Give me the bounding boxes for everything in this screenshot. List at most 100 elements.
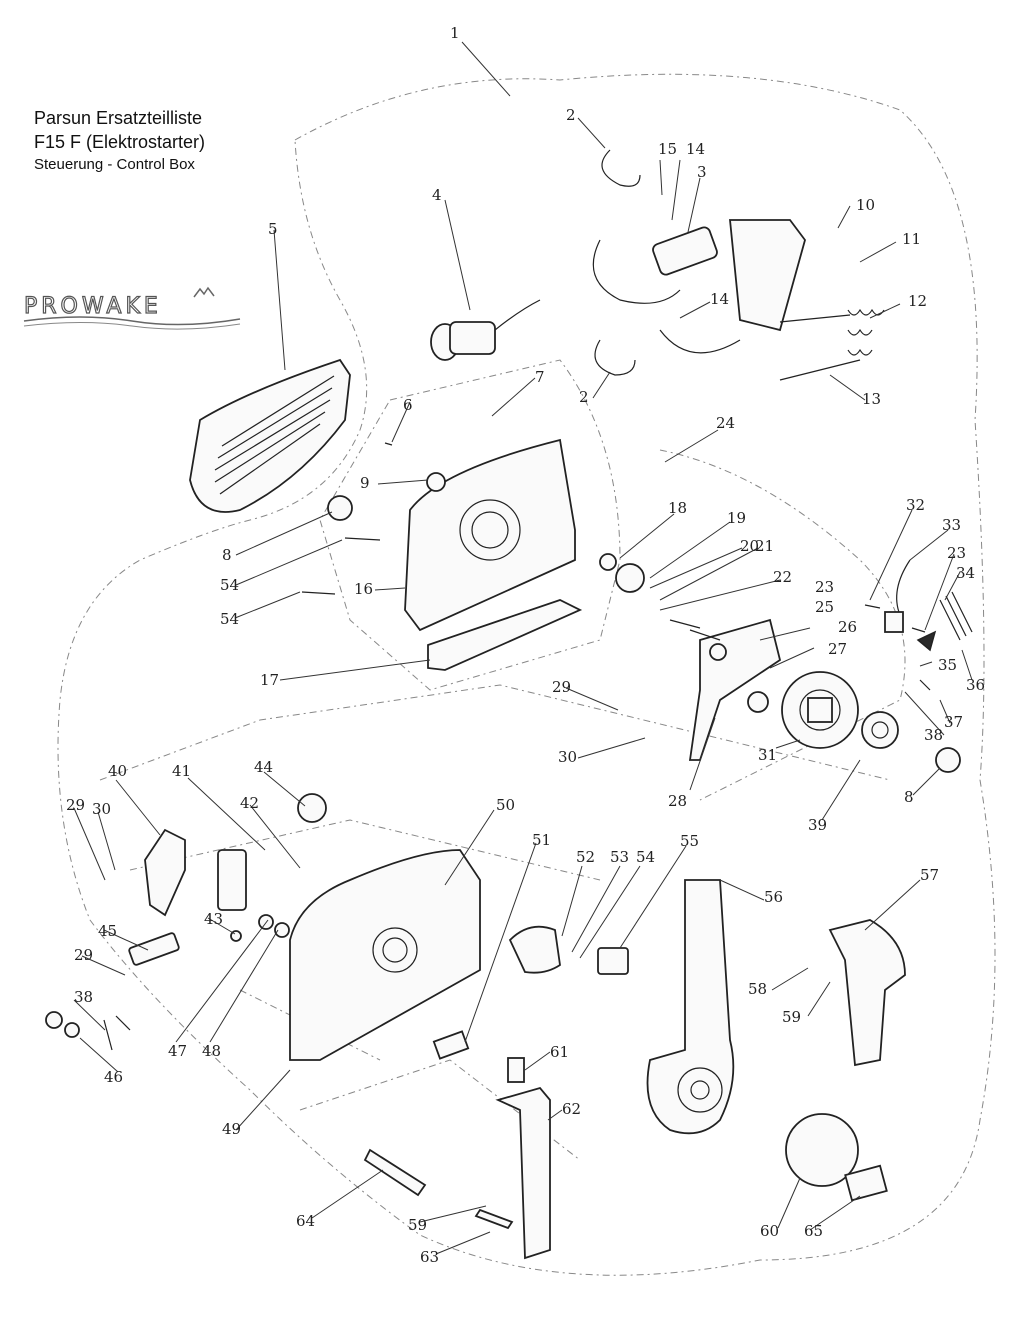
label-25: 25 xyxy=(815,598,834,616)
leader-lines xyxy=(73,41,973,1255)
lock-lever xyxy=(495,1057,551,1260)
lanyard-and-cable xyxy=(659,308,885,381)
label-60: 60 xyxy=(760,1222,779,1240)
label-59b: 59 xyxy=(408,1216,427,1234)
label-35: 35 xyxy=(938,656,957,674)
label-23b: 23 xyxy=(815,578,834,596)
label-37: 37 xyxy=(944,713,963,731)
label-40: 40 xyxy=(108,762,127,780)
label-14b: 14 xyxy=(710,290,729,308)
label-9: 9 xyxy=(360,474,370,492)
label-58: 58 xyxy=(748,980,767,998)
label-26: 26 xyxy=(838,618,857,636)
pins xyxy=(363,1030,514,1230)
bolts xyxy=(301,442,931,691)
handle-lever xyxy=(646,879,735,1135)
lower-gearing xyxy=(45,793,327,1051)
label-49: 49 xyxy=(222,1120,241,1138)
label-51: 51 xyxy=(532,831,551,849)
label-10: 10 xyxy=(856,196,875,214)
label-47: 47 xyxy=(168,1042,187,1060)
label-38: 38 xyxy=(924,726,943,744)
label-3: 3 xyxy=(697,163,707,181)
label-31: 31 xyxy=(758,746,777,764)
title-line-2: F15 F (Elektrostarter) xyxy=(34,132,206,152)
label-38b: 38 xyxy=(74,988,93,1006)
label-29: 29 xyxy=(552,678,571,696)
label-17: 17 xyxy=(260,671,279,689)
label-46: 46 xyxy=(104,1068,123,1086)
label-2: 2 xyxy=(566,106,576,124)
logo-wordmark: PROWAKE xyxy=(24,294,162,319)
label-44: 44 xyxy=(254,758,273,776)
title-line-1: Parsun Ersatzteilliste xyxy=(34,108,203,128)
label-36: 36 xyxy=(966,676,985,694)
title-block: Parsun Ersatzteilliste F15 F (Elektrosta… xyxy=(34,106,205,176)
label-50: 50 xyxy=(496,796,515,814)
label-21: 21 xyxy=(755,537,774,555)
label-52: 52 xyxy=(576,848,595,866)
label-13: 13 xyxy=(862,390,881,408)
label-29c: 29 xyxy=(74,946,93,964)
label-15: 15 xyxy=(658,140,677,158)
main-control-body xyxy=(289,849,481,1061)
label-39: 39 xyxy=(808,816,827,834)
neutral-switch xyxy=(884,559,973,652)
label-45: 45 xyxy=(98,922,117,940)
label-32: 32 xyxy=(906,496,925,514)
label-14: 14 xyxy=(686,140,705,158)
label-22: 22 xyxy=(773,568,792,586)
callout-numbers: 1 2 15 14 3 10 4 11 5 14 12 2 13 7 6 24 … xyxy=(66,24,985,1266)
label-42: 42 xyxy=(240,794,259,812)
label-30b: 30 xyxy=(92,800,111,818)
label-65: 65 xyxy=(804,1222,823,1240)
label-6: 6 xyxy=(403,396,413,414)
label-55: 55 xyxy=(680,832,699,850)
label-8: 8 xyxy=(222,546,232,564)
control-housing xyxy=(404,438,576,632)
label-34: 34 xyxy=(956,564,975,582)
label-63: 63 xyxy=(420,1248,439,1266)
label-11: 11 xyxy=(902,230,921,248)
label-18: 18 xyxy=(668,499,687,517)
title-line-3: Steuerung - Control Box xyxy=(34,156,195,173)
label-33: 33 xyxy=(942,516,961,534)
handle-grip xyxy=(828,919,906,1067)
label-43: 43 xyxy=(204,910,223,928)
label-20: 20 xyxy=(740,537,759,555)
label-56: 56 xyxy=(764,888,783,906)
label-24: 24 xyxy=(716,414,735,432)
label-48: 48 xyxy=(202,1042,221,1060)
ignition-switch-assembly xyxy=(592,219,806,332)
housing-plate xyxy=(427,599,583,671)
label-27: 27 xyxy=(828,640,847,658)
trim-switch-and-cover xyxy=(508,925,888,1202)
label-5: 5 xyxy=(268,220,278,238)
label-7: 7 xyxy=(535,368,545,386)
key-switch xyxy=(430,299,541,361)
washers-and-nuts xyxy=(327,472,961,773)
label-64: 64 xyxy=(296,1212,315,1230)
label-19: 19 xyxy=(727,509,746,527)
label-30: 30 xyxy=(558,748,577,766)
label-54: 54 xyxy=(220,576,239,594)
label-53: 53 xyxy=(610,848,629,866)
label-8b: 8 xyxy=(904,788,914,806)
label-4: 4 xyxy=(432,186,442,204)
label-23: 23 xyxy=(947,544,966,562)
parts xyxy=(45,149,973,1260)
label-54b: 54 xyxy=(220,610,239,628)
wire-clips xyxy=(594,149,641,376)
label-59: 59 xyxy=(782,1008,801,1026)
label-54c: 54 xyxy=(636,848,655,866)
label-16: 16 xyxy=(354,580,373,598)
label-29b: 29 xyxy=(66,796,85,814)
label-61: 61 xyxy=(550,1043,569,1061)
label-57: 57 xyxy=(920,866,939,884)
label-28: 28 xyxy=(668,792,687,810)
prowake-logo: PROWAKE xyxy=(23,286,241,330)
label-41: 41 xyxy=(172,762,191,780)
label-12: 12 xyxy=(908,292,927,310)
control-box-cover xyxy=(189,358,351,513)
